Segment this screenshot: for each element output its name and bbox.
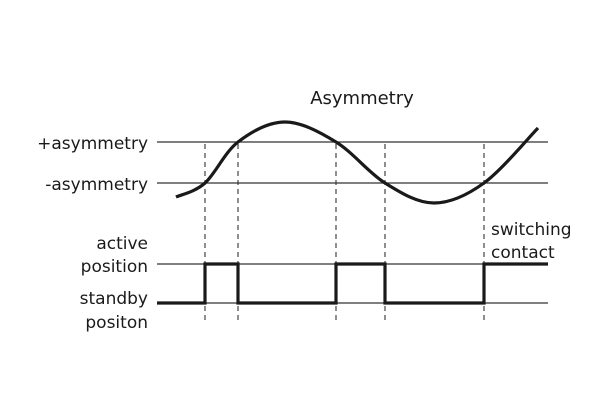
active-position-label-line1: active — [96, 234, 148, 254]
minus-asymmetry-label: -asymmetry — [45, 175, 148, 195]
switching-contact-label-line1: switching — [491, 220, 572, 240]
switching-contact-label-line2: contact — [491, 243, 555, 263]
plus-asymmetry-label: +asymmetry — [37, 134, 148, 154]
active-position-label-line2: position — [81, 257, 148, 277]
standby-position-label-line2: positon — [85, 313, 148, 333]
input-waveform — [175, 120, 540, 205]
diagram-title: Asymmetry — [310, 88, 414, 109]
standby-position-label-line1: standby — [80, 289, 148, 309]
switching-contact-signal — [157, 262, 548, 305]
